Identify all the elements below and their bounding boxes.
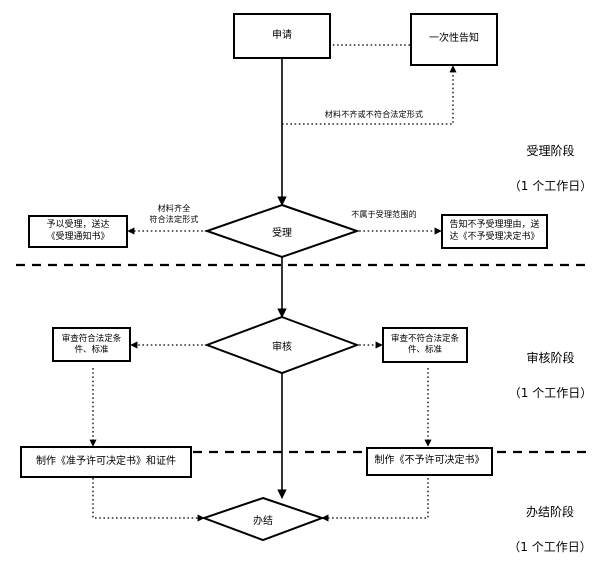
stage-accept-name: 受理阶段 [526, 144, 575, 159]
node-review-fail[interactable]: 审查不符合法定条 件、标准 [382, 327, 468, 363]
node-review-pass-label: 审查符合法定条 件、标准 [61, 333, 122, 355]
node-accept-yes-label: 予以受理，送达 《受理通知书》 [46, 220, 110, 242]
node-review-fail-label: 审查不符合法定条 件、标准 [390, 334, 459, 355]
edge-label-out-of-scope: 不属于受理范围的 [332, 200, 436, 221]
node-complete[interactable]: 办结 [204, 498, 322, 540]
node-make-permit-label: 制作《准予许可决定书》和证件 [36, 455, 176, 467]
node-make-refusal[interactable]: 制作《不予许可决定书》 [366, 447, 493, 476]
node-accept-yes[interactable]: 予以受理，送达 《受理通知书》 [28, 215, 128, 248]
node-accept-no-label: 告知不予受理理由，送 达《不予受理决定书》 [449, 220, 540, 242]
edge-label-materials-incomplete-text: 材料不齐或不符合法定形式 [324, 110, 424, 120]
node-one-time-notice-label: 一次性告知 [429, 33, 479, 45]
stage-review-name: 审核阶段 [526, 351, 575, 366]
node-make-refusal-label: 制作《不予许可决定书》 [374, 455, 485, 467]
node-accept-no[interactable]: 告知不予受理理由，送 达《不予受理决定书》 [441, 214, 548, 249]
stage-caption-review: 审核阶段 （1 个工作日） [498, 333, 603, 420]
edge-refusal-to-complete [321, 478, 429, 522]
edge-permit-to-complete [92, 478, 205, 522]
node-complete-label: 办结 [253, 515, 273, 527]
edge-label-materials-complete: 材料齐全 符合法定形式 [134, 194, 214, 225]
stage-caption-complete: 办结阶段 （1 个工作日） [495, 487, 605, 564]
node-apply-label: 申请 [272, 29, 292, 41]
stage-review-duration: （1 个工作日） [508, 386, 593, 401]
stage-caption-accept: 受理阶段 （1 个工作日） [498, 126, 603, 213]
node-accept-label: 受理 [272, 227, 292, 239]
stage-complete-duration: （1 个工作日） [508, 540, 592, 555]
node-review-pass[interactable]: 审查符合法定条 件、标准 [52, 327, 131, 362]
stage-complete-name: 办结阶段 [525, 505, 574, 520]
stage-accept-duration: （1 个工作日） [508, 179, 593, 194]
node-review-label: 审核 [272, 341, 292, 353]
node-one-time-notice[interactable]: 一次性告知 [410, 13, 498, 66]
edge-label-out-of-scope-text: 不属于受理范围的 [351, 210, 417, 220]
edge-label-materials-complete-text: 材料齐全 符合法定形式 [149, 204, 199, 224]
node-accept[interactable]: 受理 [207, 205, 357, 257]
node-make-permit[interactable]: 制作《准予许可决定书》和证件 [20, 446, 192, 478]
node-apply[interactable]: 申请 [233, 13, 331, 59]
node-review[interactable]: 审核 [207, 317, 357, 373]
edge-label-materials-incomplete: 材料不齐或不符合法定形式 [288, 100, 460, 121]
